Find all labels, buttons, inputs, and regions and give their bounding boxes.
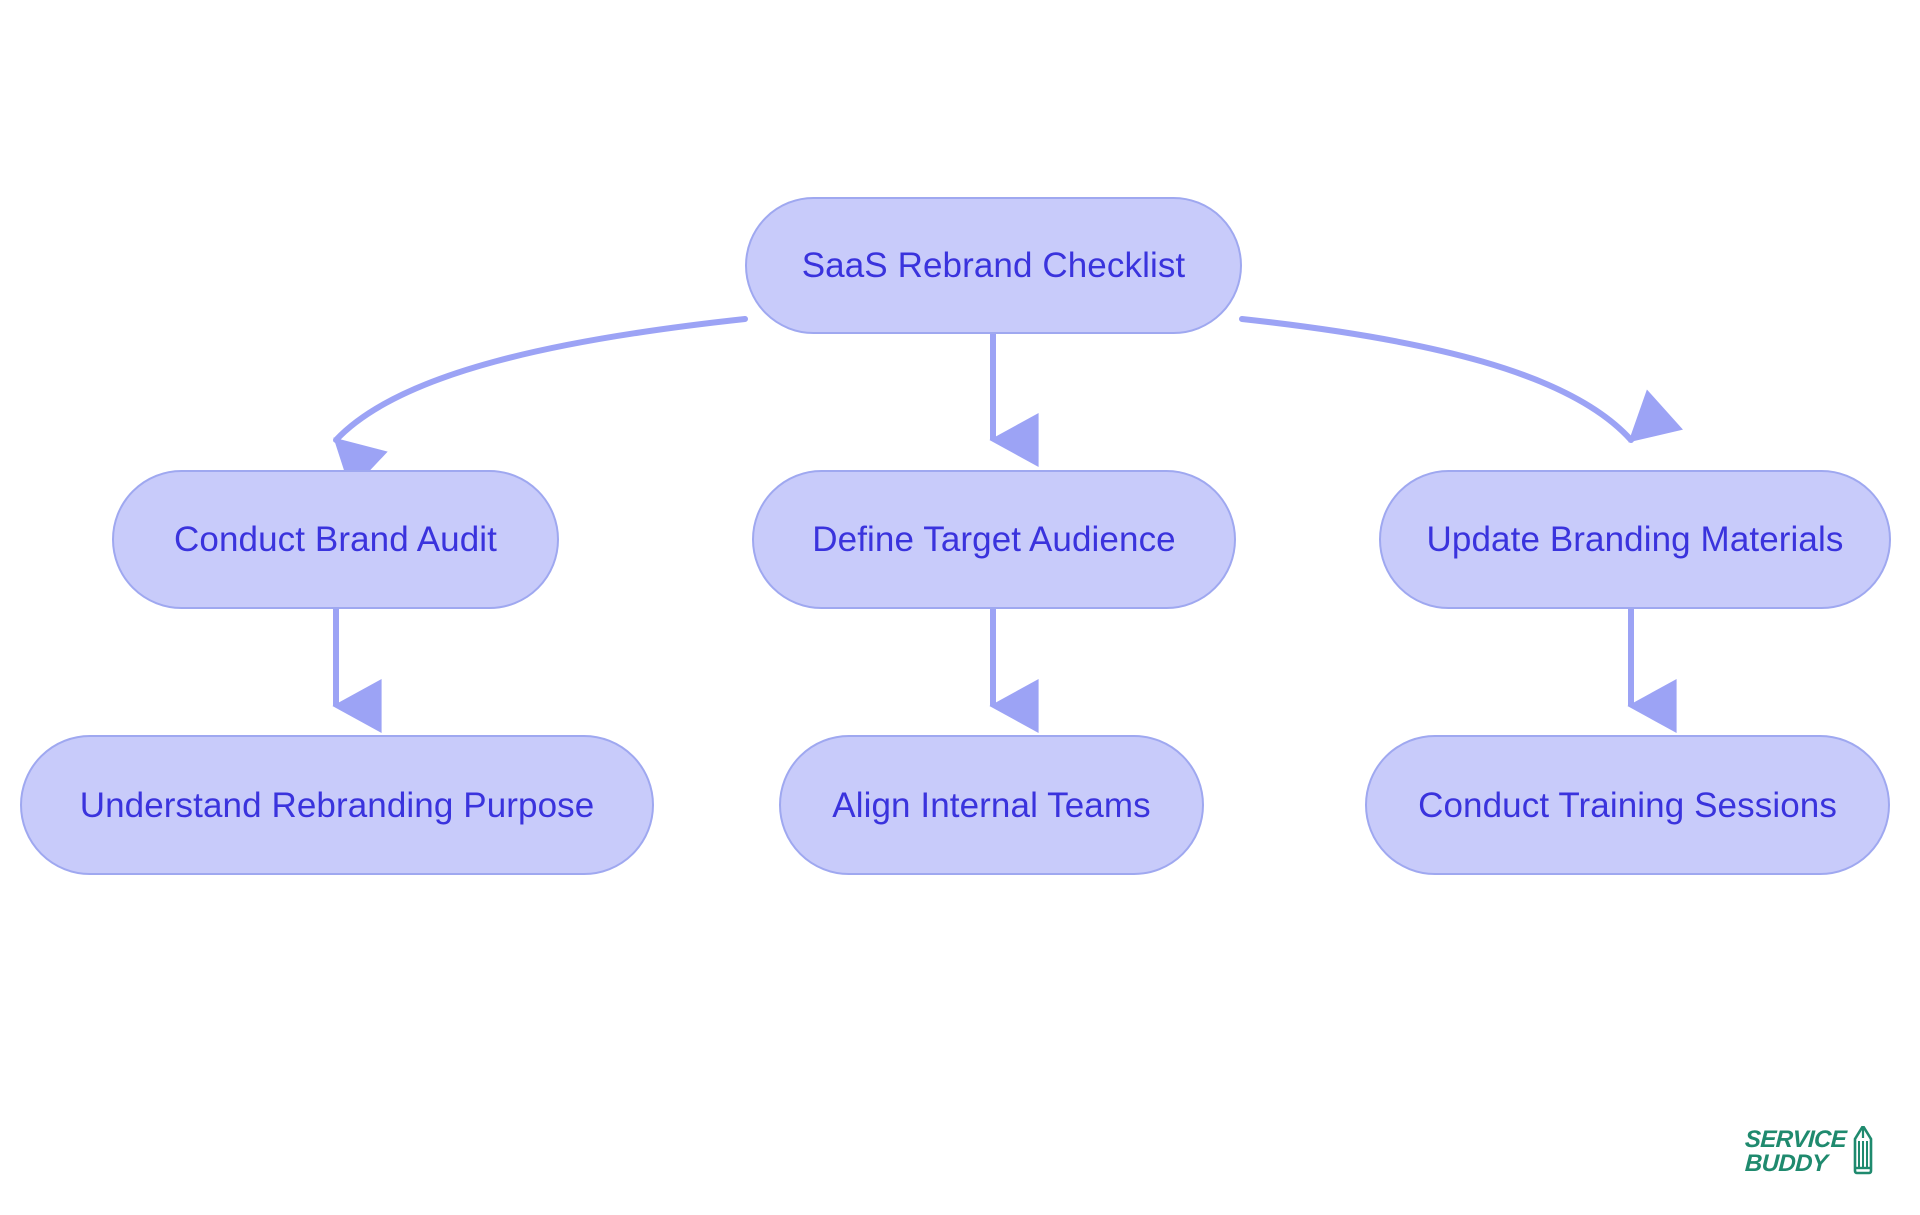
node-saas-rebrand-checklist[interactable]: SaaS Rebrand Checklist xyxy=(745,197,1242,334)
pencil-icon xyxy=(1853,1126,1873,1175)
node-label: Define Target Audience xyxy=(812,520,1176,559)
node-label: Update Branding Materials xyxy=(1426,520,1844,559)
brand-logo: SERVICE BUDDY xyxy=(1744,1122,1890,1182)
node-label: Understand Rebranding Purpose xyxy=(79,785,595,825)
node-label: Align Internal Teams xyxy=(832,785,1151,825)
node-conduct-training-sessions[interactable]: Conduct Training Sessions xyxy=(1365,735,1890,875)
edge-root-to-materials xyxy=(1239,316,1683,443)
node-conduct-brand-audit[interactable]: Conduct Brand Audit xyxy=(112,470,559,609)
node-understand-rebranding-purpose[interactable]: Understand Rebranding Purpose xyxy=(20,735,654,875)
brand-logo-line2: BUDDY xyxy=(1744,1150,1829,1177)
node-define-target-audience[interactable]: Define Target Audience xyxy=(752,470,1236,609)
node-label: Conduct Training Sessions xyxy=(1418,785,1837,825)
node-update-branding-materials[interactable]: Update Branding Materials xyxy=(1379,470,1891,609)
node-label: SaaS Rebrand Checklist xyxy=(801,246,1186,285)
node-align-internal-teams[interactable]: Align Internal Teams xyxy=(779,735,1204,875)
edge-root-to-audit xyxy=(333,316,748,491)
brand-logo-line1: SERVICE xyxy=(1744,1126,1847,1154)
node-label: Conduct Brand Audit xyxy=(174,520,497,559)
brand-logo-text: SERVICE BUDDY xyxy=(1744,1126,1847,1177)
